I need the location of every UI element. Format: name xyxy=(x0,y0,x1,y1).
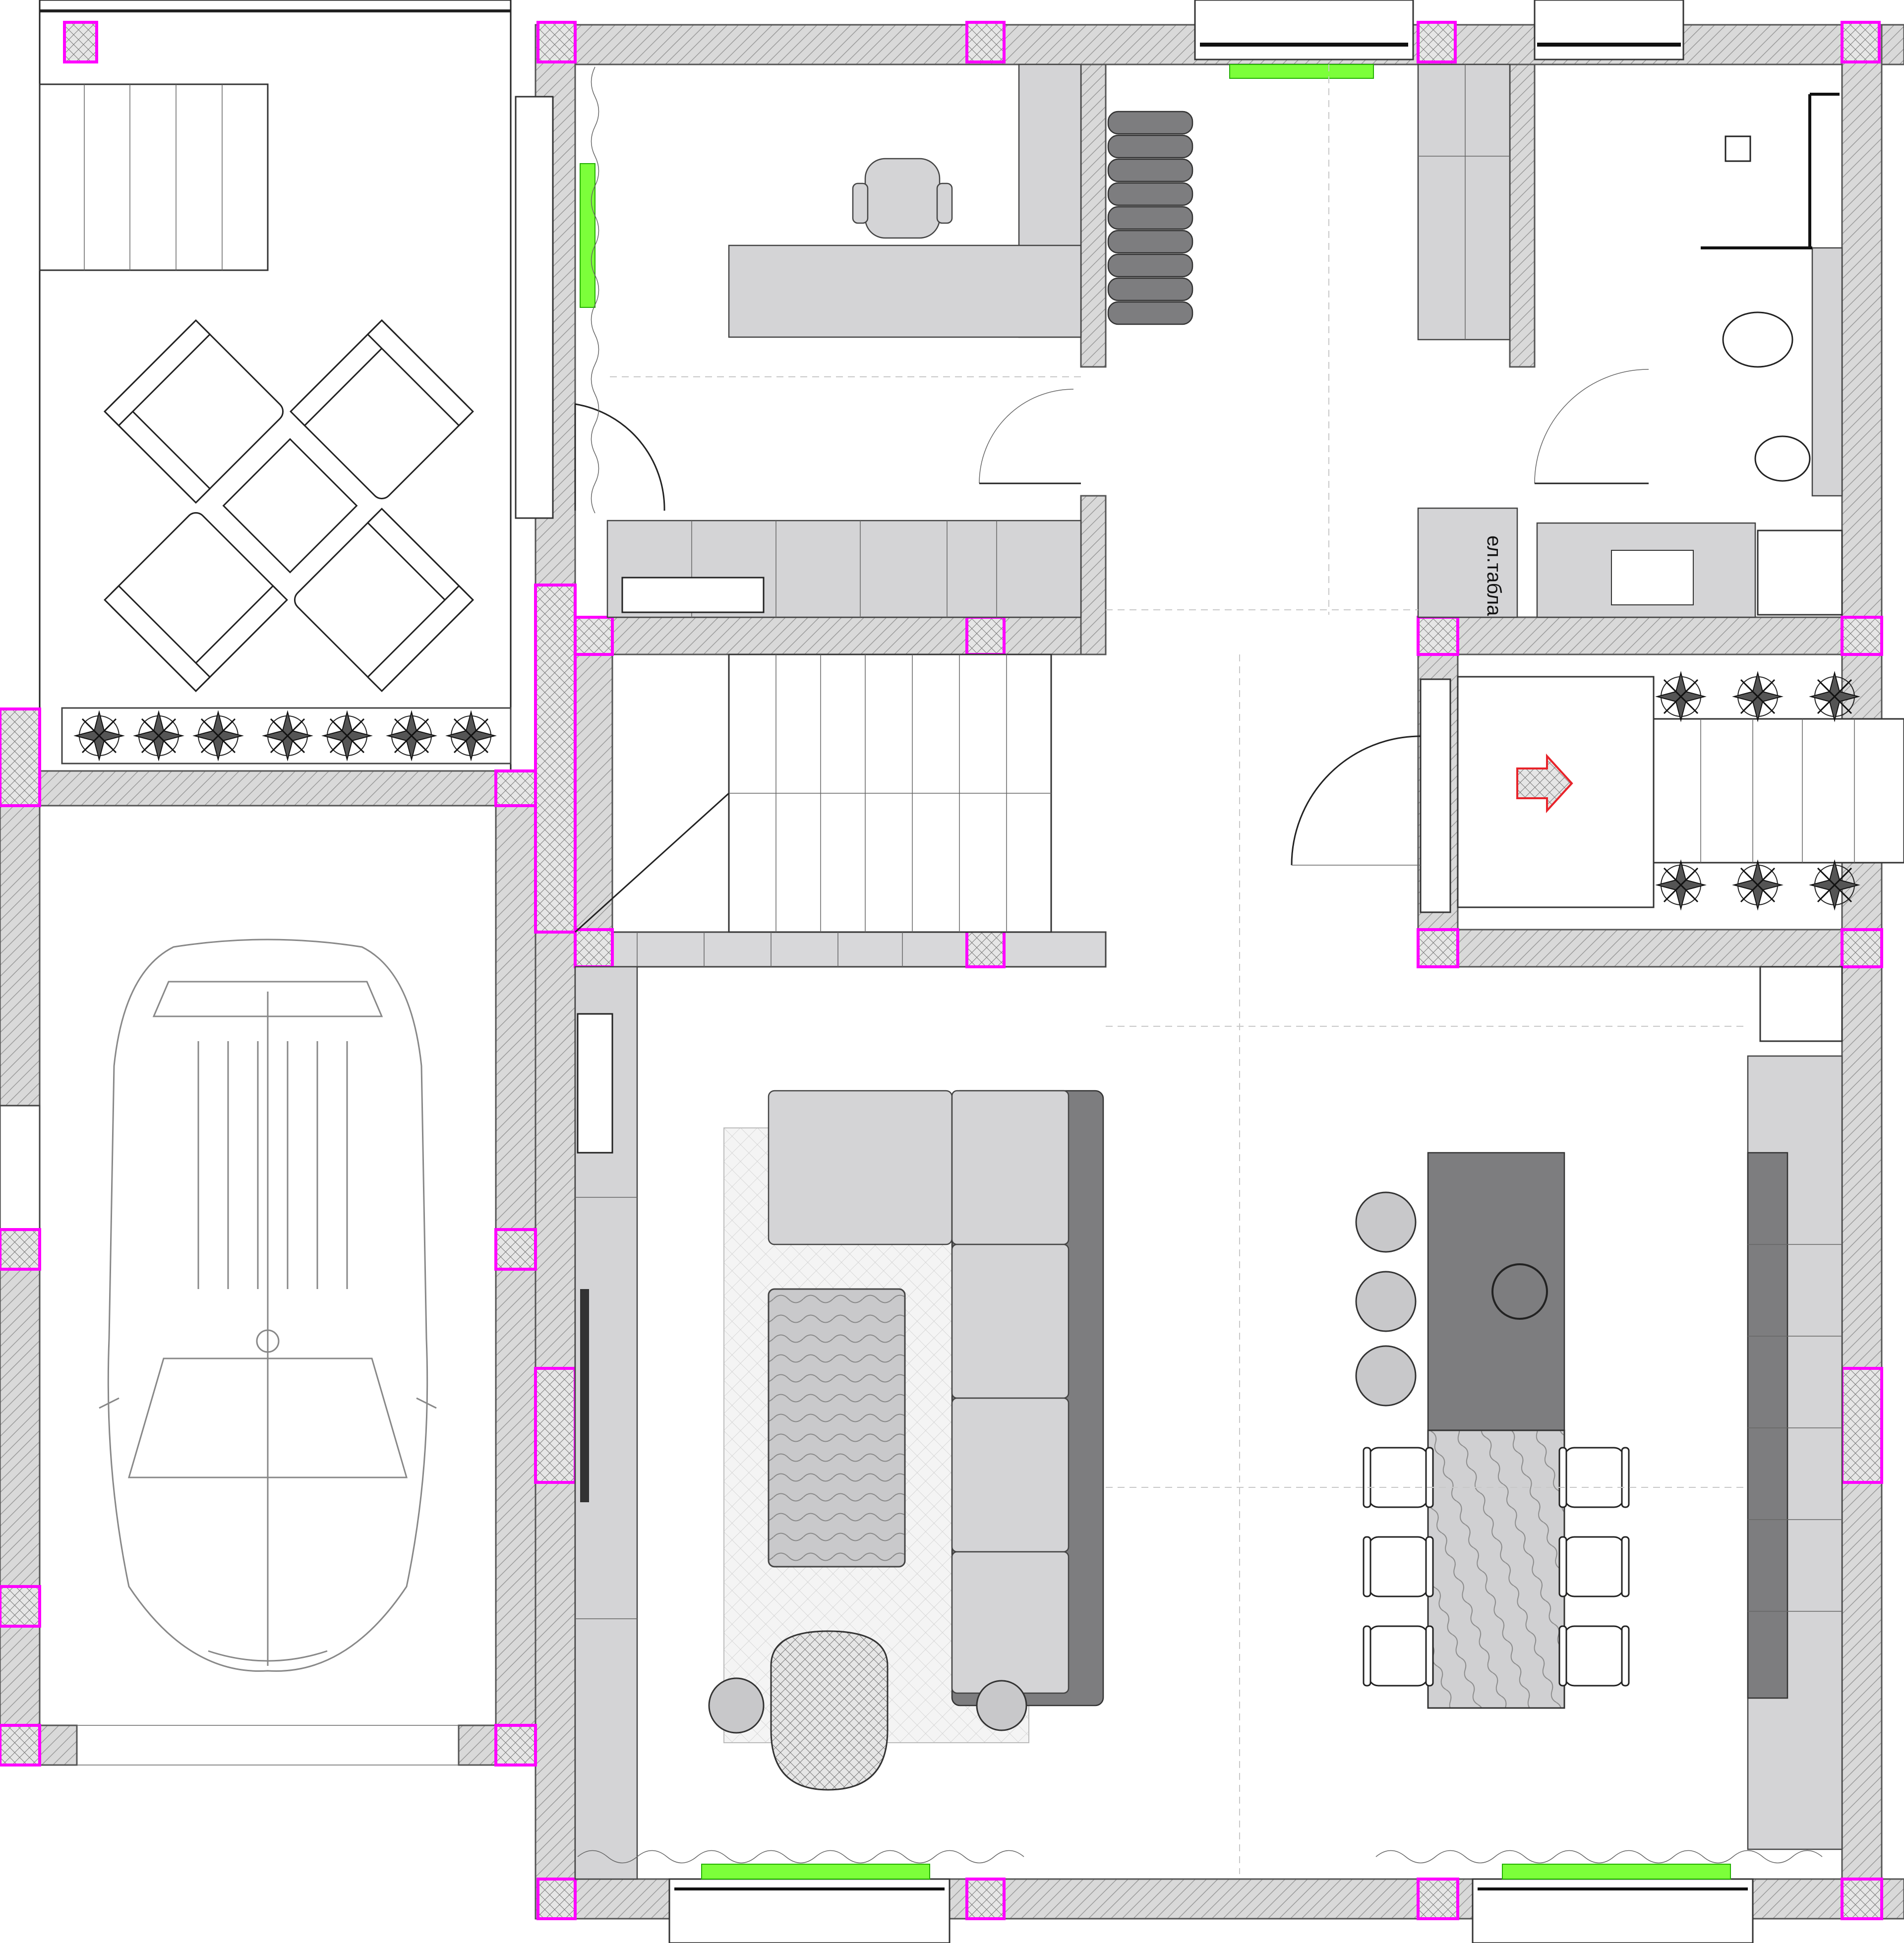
living xyxy=(574,66,1823,1880)
side-table xyxy=(708,1677,765,1734)
entry-door-swing xyxy=(1291,735,1421,866)
guides xyxy=(610,64,1745,1874)
boiler xyxy=(1757,530,1843,616)
side-table xyxy=(976,1680,1027,1731)
tv xyxy=(580,1289,589,1502)
windows xyxy=(515,0,1754,1943)
office-chair xyxy=(852,158,953,239)
kitchen xyxy=(1355,966,1843,1850)
coffee-table xyxy=(222,438,358,574)
car-icon xyxy=(99,939,437,1672)
sofa xyxy=(951,1090,1104,1707)
entry-steps xyxy=(1653,718,1904,864)
dining-chair xyxy=(1363,1447,1434,1508)
toilet-icon xyxy=(1722,311,1793,368)
dining-chair xyxy=(1363,1536,1434,1597)
coffee-table xyxy=(768,1288,906,1568)
bar-stool xyxy=(1355,1271,1417,1332)
terrace-steps xyxy=(39,83,269,271)
entry-arrow-icon xyxy=(1516,753,1573,814)
curtain xyxy=(1375,1850,1823,1864)
electrical-panel-label: ел.табла xyxy=(1483,535,1505,616)
bar-stool xyxy=(1355,1191,1417,1253)
radiator-icon xyxy=(580,64,1731,1880)
bar-stool xyxy=(1355,1345,1417,1407)
wc: ел.табла xyxy=(1417,63,1843,618)
dining-chair xyxy=(1363,1625,1434,1687)
terrace xyxy=(39,0,512,772)
desk xyxy=(728,244,1082,338)
lounge-set xyxy=(104,319,474,692)
curtain xyxy=(591,66,599,514)
kitchen-island xyxy=(1427,1152,1565,1431)
printer xyxy=(621,577,765,613)
closet xyxy=(1417,63,1511,341)
cooktop xyxy=(1491,1263,1548,1320)
dining-chair xyxy=(1558,1447,1630,1508)
entry xyxy=(1291,672,1904,910)
door-swing xyxy=(979,389,1074,484)
door-swing xyxy=(574,403,665,511)
office xyxy=(574,63,1193,618)
dining-chair xyxy=(1558,1536,1630,1597)
curtain xyxy=(577,1850,1024,1864)
stairs xyxy=(574,653,1052,967)
armchair xyxy=(770,1630,889,1791)
stove-icon xyxy=(1759,966,1843,1042)
sink-icon xyxy=(1754,435,1811,482)
radiator-stack xyxy=(1107,111,1193,325)
speaker xyxy=(577,1013,613,1154)
electrical-panel xyxy=(1417,507,1518,618)
dining-table xyxy=(1427,1429,1565,1709)
ottoman xyxy=(768,1090,953,1245)
dining-chair xyxy=(1558,1625,1630,1687)
stair-landing xyxy=(611,931,1107,968)
columns xyxy=(0,21,1883,1920)
